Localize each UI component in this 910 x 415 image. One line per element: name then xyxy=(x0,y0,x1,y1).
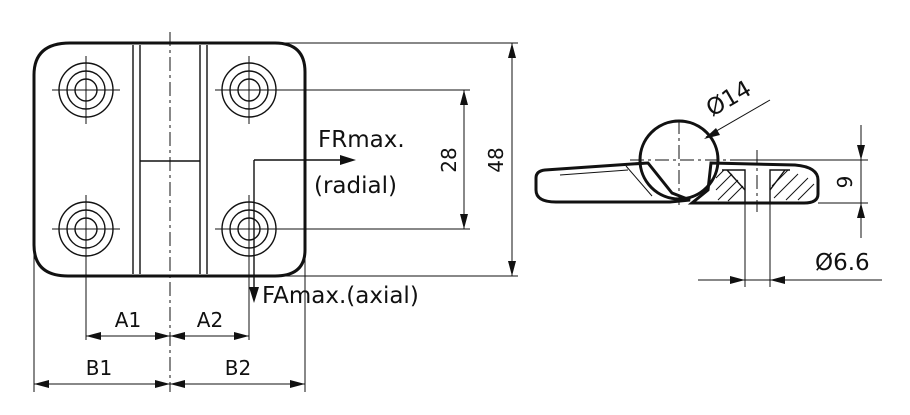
side-leaf-left-bevel xyxy=(625,165,653,197)
label-dim-48: 48 xyxy=(484,147,508,172)
side-leaf-left-edge xyxy=(559,169,629,176)
label-a1: A1 xyxy=(115,308,141,332)
label-fa-axial: FAmax.(axial) xyxy=(262,283,419,309)
label-dim-9: 9 xyxy=(833,176,857,189)
force-arrows xyxy=(249,155,356,303)
label-dia-6-6: Ø6.6 xyxy=(815,250,870,276)
fa-arrow-head xyxy=(249,287,259,303)
label-b1: B1 xyxy=(86,356,112,380)
label-fr-max: FRmax. xyxy=(318,127,405,153)
label-fr-radial: (radial) xyxy=(314,173,397,199)
fr-arrow-head xyxy=(340,155,356,165)
hole-bottom-right xyxy=(215,195,283,263)
front-view: A1 A2 B1 B2 28 48 xyxy=(32,32,518,392)
dimension-9 xyxy=(735,125,868,238)
hole-top-right xyxy=(215,56,283,124)
label-dim-28: 28 xyxy=(437,147,461,172)
side-view: Ø14 9 Ø6.6 xyxy=(534,76,882,287)
label-a2: A2 xyxy=(197,308,223,332)
label-dia-14: Ø14 xyxy=(702,76,756,122)
countersink-hole xyxy=(715,169,815,203)
dimension-28 xyxy=(460,90,468,229)
dia-14-arrow xyxy=(704,128,720,139)
hole-top-left xyxy=(52,56,120,124)
side-leaf-right xyxy=(687,161,820,205)
hole-bottom-left xyxy=(52,195,120,263)
label-b2: B2 xyxy=(225,356,251,380)
side-leaf-left xyxy=(534,161,691,204)
dimension-a xyxy=(86,332,249,340)
dimension-b xyxy=(34,380,305,388)
dimension-dia-6-6 xyxy=(698,203,882,287)
dimension-48 xyxy=(508,43,516,276)
